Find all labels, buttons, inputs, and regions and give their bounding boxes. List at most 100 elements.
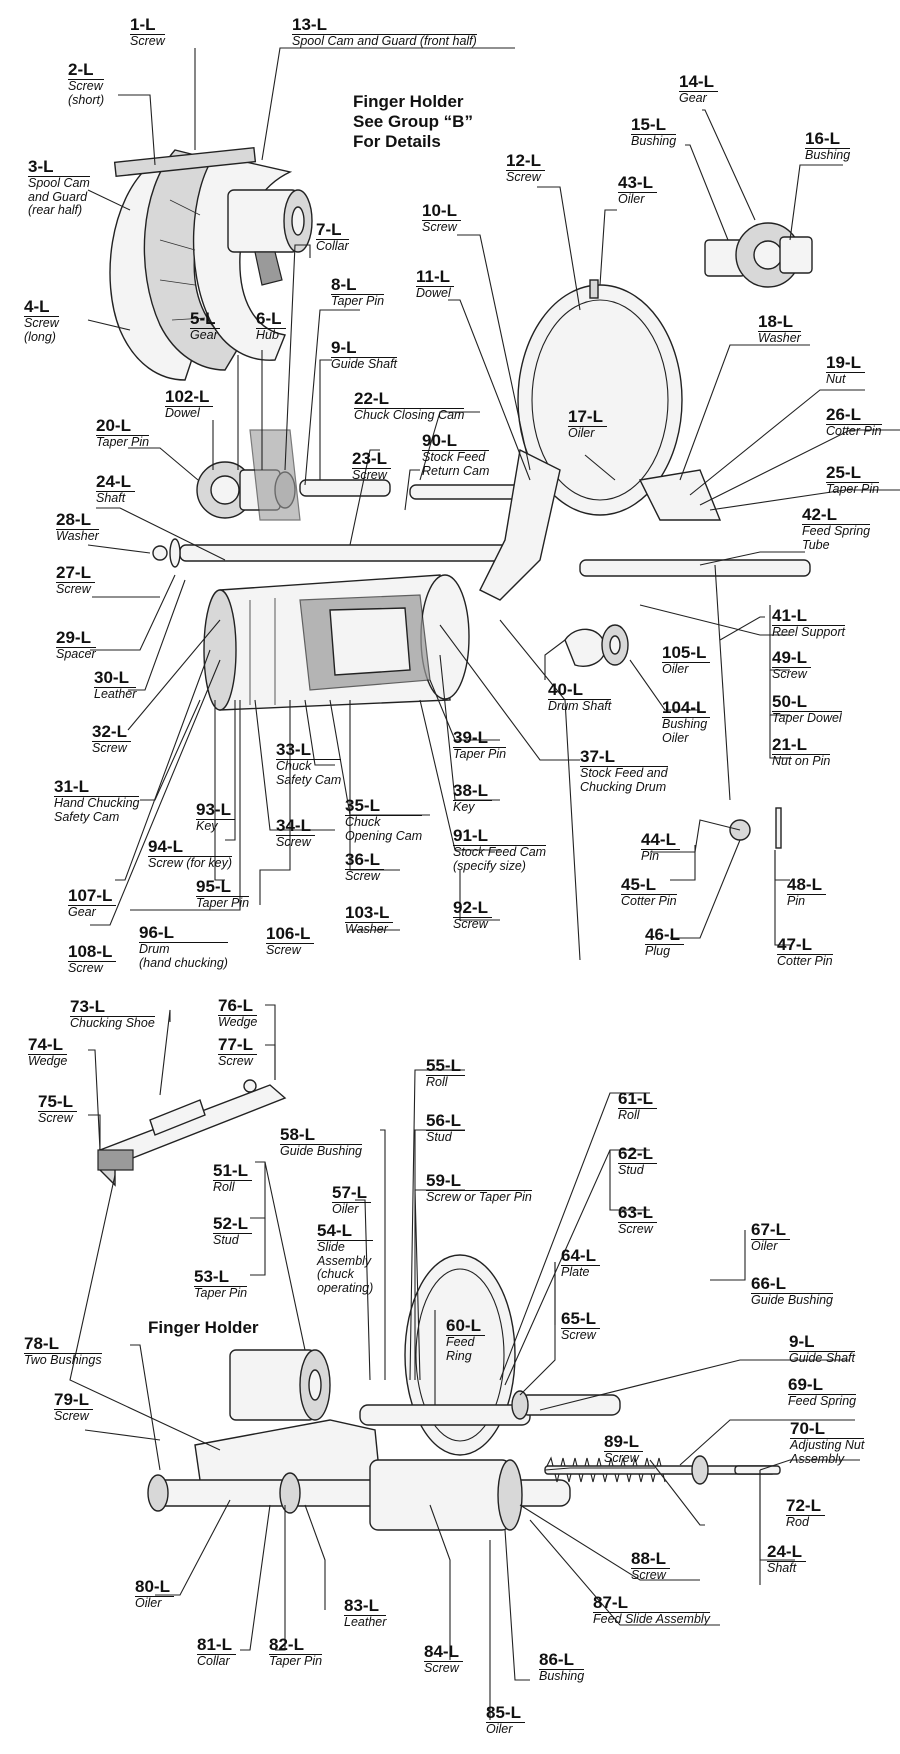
- slide-shaft-illustration: [147, 1390, 621, 1531]
- finger-holder-title: Finger Holder: [148, 1318, 259, 1337]
- chucking-shoe-illustration: [97, 1079, 287, 1187]
- drum-shaft-illustration: [564, 624, 629, 667]
- frame-ring-illustration: [479, 279, 722, 601]
- shafts-illustration: [152, 479, 811, 577]
- feed-spring-illustration: [544, 1455, 781, 1485]
- finger-holder-illustration: [227, 189, 313, 286]
- gear-bushing-illustration: [704, 222, 813, 288]
- gear-hub-illustration: [196, 429, 301, 521]
- leader-lines: [69, 47, 900, 1720]
- finger-holder-group-b-title: Finger Holder See Group “B” For Details: [353, 92, 473, 152]
